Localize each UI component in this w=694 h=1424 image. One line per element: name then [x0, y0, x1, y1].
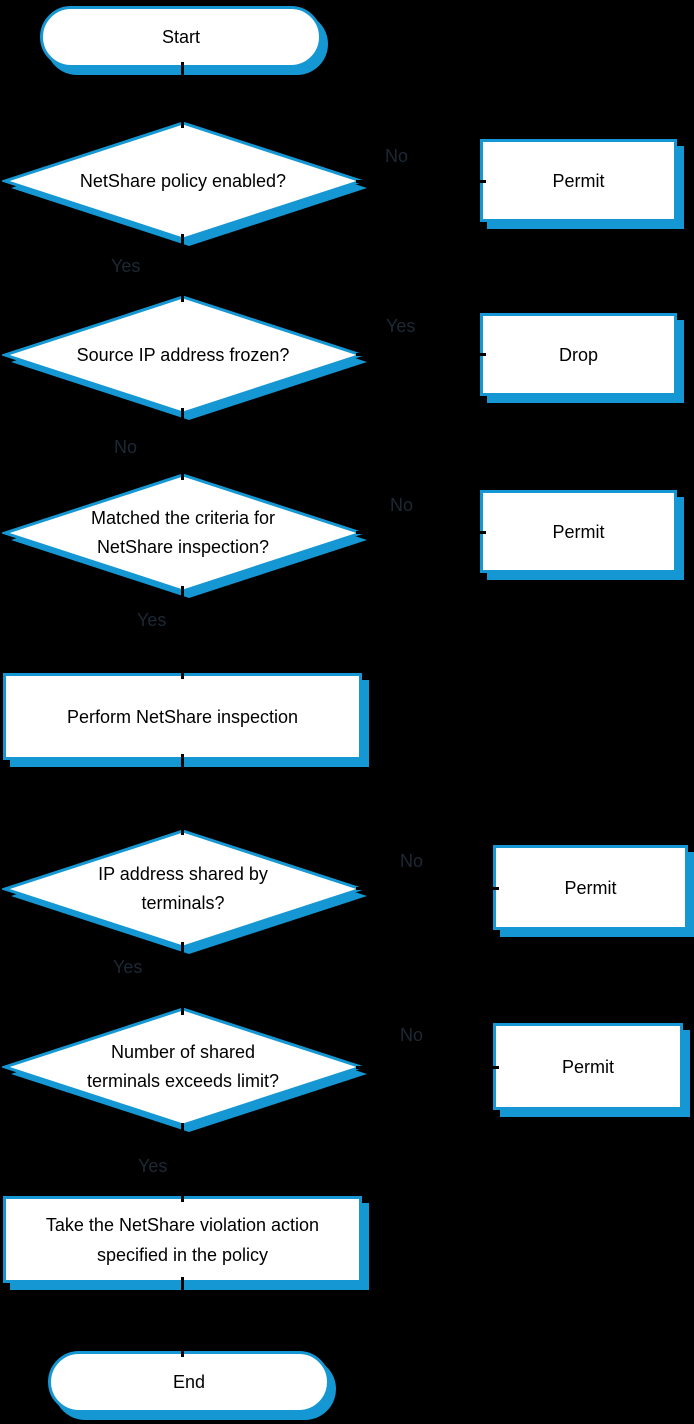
- decision-matched-criteria: Matched the criteria for NetShare inspec…: [0, 472, 374, 604]
- edge-label-no: No: [390, 495, 414, 515]
- edge-label-yes: Yes: [386, 316, 416, 336]
- result-label: Drop: [558, 344, 598, 365]
- start-label: Start: [161, 27, 200, 47]
- edge-label-no: No: [400, 851, 424, 871]
- decision-label: Number of shared terminals exceeds limit…: [86, 1042, 280, 1091]
- decision-label: IP address shared by terminals?: [98, 864, 268, 913]
- result-drop: Drop: [480, 313, 677, 396]
- end-terminator: End: [48, 1351, 330, 1413]
- process-perform-netshare-inspection: Perform NetShare inspection: [3, 673, 362, 760]
- start-terminator: Start: [40, 6, 322, 68]
- diamond-shape: [0, 829, 367, 954]
- end-label: End: [172, 1372, 206, 1392]
- decision-ip-shared-by-terminals: IP address shared by terminals?: [0, 828, 374, 960]
- connector-start-to-d1: [181, 62, 184, 128]
- connector-d3-to-permit2: [356, 531, 486, 534]
- decision-label: Source IP address frozen?: [76, 344, 290, 365]
- process-label: Perform NetShare inspection: [66, 706, 299, 727]
- edge-label-yes: Yes: [113, 957, 143, 977]
- process-label: Take the NetShare violation action speci…: [45, 1214, 320, 1265]
- process-take-violation-action: Take the NetShare violation action speci…: [3, 1196, 362, 1283]
- result-label: Permit: [564, 877, 617, 898]
- edge-label-yes: Yes: [137, 610, 167, 630]
- result-permit-3: Permit: [493, 845, 688, 930]
- connector-d2-to-drop: [356, 353, 486, 356]
- decision-source-ip-frozen: Source IP address frozen?: [0, 294, 374, 426]
- connector-d5-to-process2: [181, 1123, 184, 1202]
- decision-shared-terminals-exceed-limit: Number of shared terminals exceeds limit…: [0, 1006, 374, 1138]
- result-label: Permit: [561, 1056, 614, 1077]
- edge-label-no: No: [114, 437, 138, 457]
- connector-d4-to-d5: [181, 942, 184, 1015]
- connector-d2-to-d3: [181, 408, 184, 480]
- result-permit-4: Permit: [493, 1023, 683, 1110]
- connector-d1-to-permit1: [356, 180, 486, 183]
- diamond-shape: [0, 1007, 367, 1132]
- diamond-shape: [0, 295, 367, 420]
- connector-process2-to-end: [181, 1277, 184, 1357]
- result-permit-1: Permit: [480, 139, 677, 222]
- edge-label-no: No: [385, 146, 409, 166]
- decision-label: NetShare policy enabled?: [79, 170, 287, 191]
- decision-label: Matched the criteria for NetShare inspec…: [90, 508, 276, 557]
- connector-d1-to-d2: [181, 234, 184, 302]
- result-permit-2: Permit: [480, 490, 677, 573]
- result-label: Permit: [552, 170, 605, 191]
- decision-netshare-policy-enabled: NetShare policy enabled?: [0, 120, 374, 252]
- connector-d4-to-permit3: [356, 887, 499, 890]
- diamond-shape: [0, 121, 367, 246]
- result-label: Permit: [552, 521, 605, 542]
- connector-d3-to-process1: [181, 586, 184, 679]
- edge-label-yes: Yes: [111, 256, 141, 276]
- connector-process1-to-d4: [181, 754, 184, 835]
- connector-d5-to-permit4: [356, 1066, 499, 1069]
- edge-label-no: No: [400, 1025, 424, 1045]
- edge-label-yes: Yes: [138, 1156, 168, 1176]
